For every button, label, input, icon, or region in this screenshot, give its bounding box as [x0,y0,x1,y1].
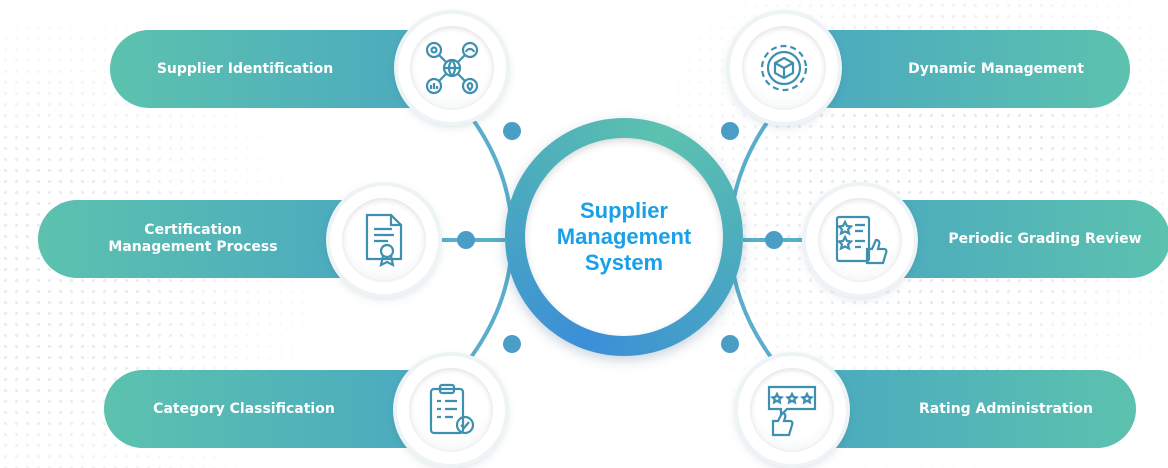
item-label: Periodic Grading Review [948,230,1142,247]
item-label: Supplier Identification [156,60,334,77]
icon-badge-certification-management [330,186,438,294]
item-label: Category Classification [153,400,335,417]
icon-badge-periodic-grading-review [806,186,914,294]
left-middle-node [457,231,475,249]
right-top-node [721,122,739,140]
icon-badge-supplier-identification [398,14,506,122]
item-category-classification: Category Classification [104,370,444,448]
icon-badge-category-classification [397,356,505,464]
cycle-box-icon [760,44,808,92]
right-middle-node [765,231,783,249]
right-bottom-node [721,335,739,353]
item-label: Rating Administration [918,400,1094,417]
center-circle: Supplier Management System [525,138,723,336]
item-label: Dynamic Management [908,60,1084,77]
icon-badge-dynamic-management [730,14,838,122]
network-globe-icon [425,41,479,95]
item-dynamic-management: Dynamic Management [792,30,1130,108]
center-title: Supplier Management System [556,198,692,275]
item-certification-management: Certification Management Process [38,200,388,278]
item-rating-administration: Rating Administration [796,370,1136,448]
certificate-document-icon [365,213,403,268]
star-review-thumb-icon [767,385,817,437]
item-supplier-identification: Supplier Identification [110,30,450,108]
item-label: Certification Management Process [108,222,278,255]
icon-badge-rating-administration [738,356,846,464]
left-top-node [503,122,521,140]
clipboard-checklist-icon [429,383,475,435]
rating-checklist-thumb-icon [835,215,888,265]
left-bottom-node [503,335,521,353]
